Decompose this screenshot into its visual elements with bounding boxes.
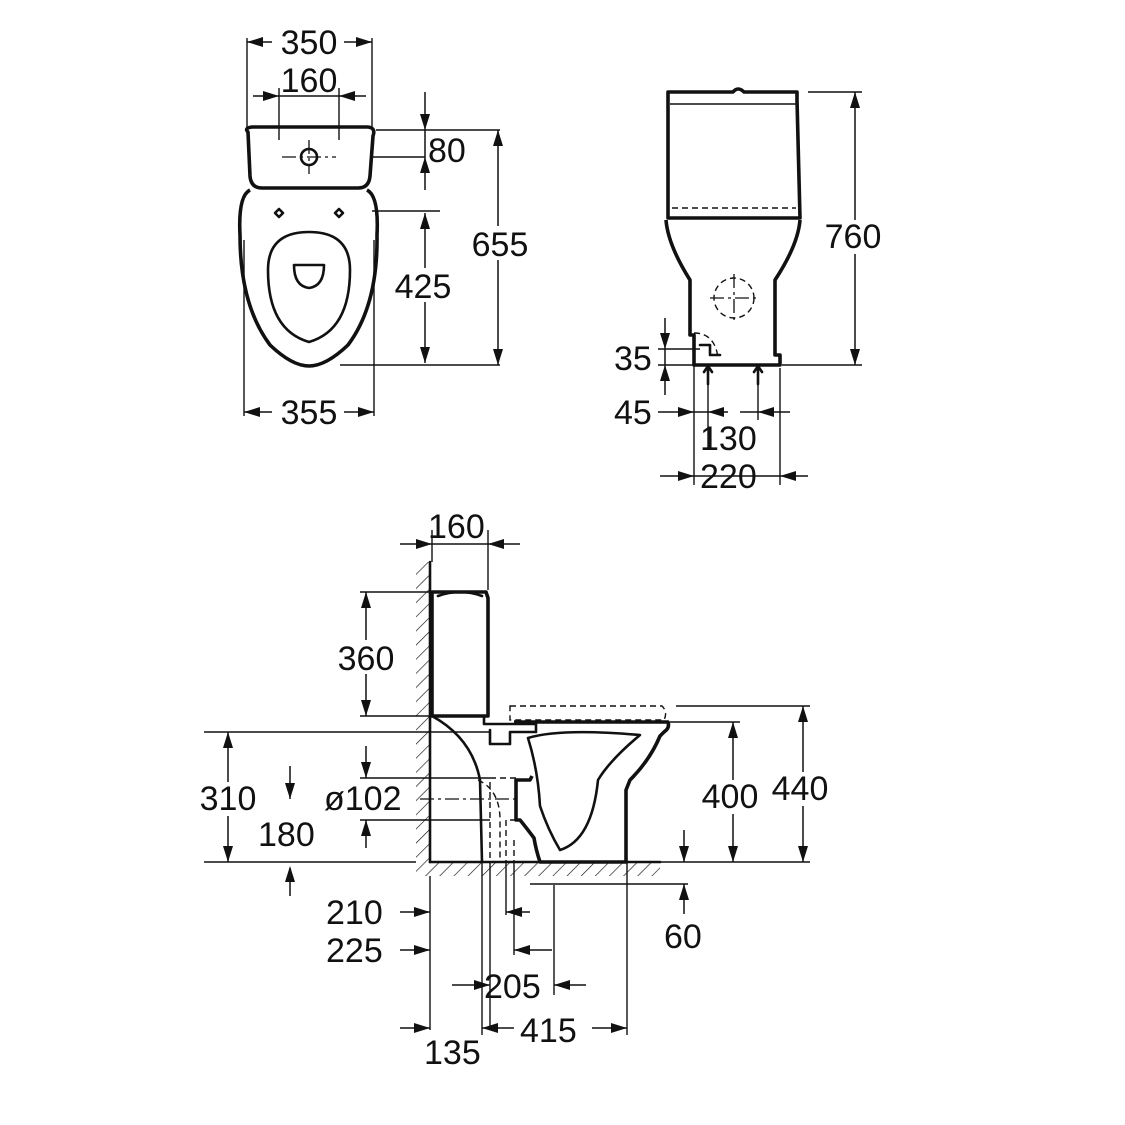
dim-d102: ø102: [324, 780, 402, 818]
dim-160-section: 160: [428, 508, 485, 546]
dim-760: 760: [825, 218, 882, 256]
dim-415: 415: [520, 1012, 577, 1050]
dim-360: 360: [338, 640, 395, 678]
top-view: 350 160 80 425 655 3: [237, 24, 532, 432]
section-tank: [430, 590, 490, 718]
wall: [416, 562, 430, 862]
dim-225: 225: [326, 932, 383, 970]
top-view-seat-opening: [266, 230, 352, 344]
dim-310: 310: [200, 780, 257, 818]
dim-160-top: 160: [281, 62, 338, 100]
dim-350: 350: [281, 24, 338, 62]
top-view-bowl: [237, 188, 380, 368]
dim-135: 135: [424, 1034, 481, 1072]
dim-60: 60: [664, 918, 702, 956]
dim-440: 440: [772, 770, 829, 808]
floor: [416, 862, 660, 876]
dim-180: 180: [258, 816, 315, 854]
dim-205: 205: [484, 968, 541, 1006]
dim-425: 425: [395, 268, 452, 306]
front-view: 760 35 45 130 220: [614, 87, 888, 496]
front-view-pedestal: [664, 219, 802, 367]
section-view: 160 360 310 ø102 180: [196, 508, 838, 1072]
dim-220: 220: [700, 458, 757, 496]
dim-400: 400: [702, 778, 759, 816]
dim-210: 210: [326, 894, 383, 932]
dim-355: 355: [281, 394, 338, 432]
front-view-tank: [666, 87, 802, 220]
dim-35: 35: [614, 340, 652, 378]
top-view-tank: [244, 125, 376, 190]
dim-80: 80: [428, 132, 466, 170]
section-bowl: [514, 720, 671, 864]
dim-655: 655: [472, 226, 529, 264]
dim-130: 130: [700, 420, 757, 458]
dim-45: 45: [614, 394, 652, 432]
